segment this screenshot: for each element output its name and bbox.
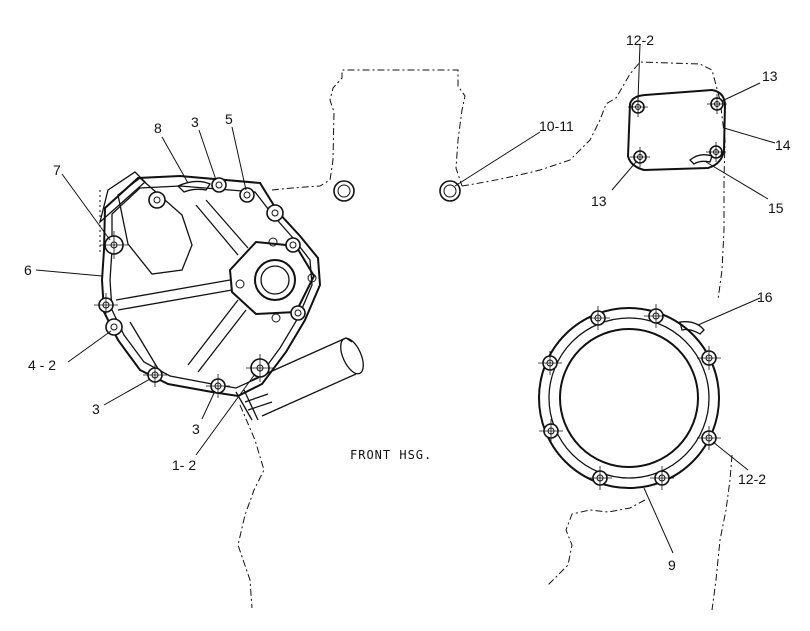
- plug-right: [439, 180, 461, 202]
- bolt: [290, 305, 306, 321]
- callout-3-top: 3: [191, 114, 199, 130]
- callout-12-2-right: 12-2: [738, 471, 766, 487]
- callout-12-2-top: 12-2: [626, 32, 654, 48]
- callout-9: 9: [668, 557, 676, 573]
- cover-plate-bolts: [94, 177, 306, 398]
- bolt: [706, 142, 726, 162]
- small-cover: [626, 88, 727, 172]
- callout-3-bottom: 3: [192, 421, 200, 437]
- ring-adapter: [538, 304, 721, 490]
- front-housing-outline: [99, 61, 733, 611]
- callout-3-left: 3: [92, 401, 100, 417]
- front-housing-caption: FRONT HSG.: [350, 448, 432, 462]
- front-cover-plate: [98, 171, 364, 421]
- callout-16: 16: [757, 289, 773, 305]
- callout-4-2: 4 - 2: [28, 357, 56, 373]
- bolt: [239, 187, 255, 203]
- callout-8: 8: [154, 120, 162, 136]
- bolt: [644, 304, 668, 328]
- bolt: [586, 306, 610, 330]
- bolt: [206, 374, 230, 398]
- callout-14: 14: [775, 137, 791, 153]
- bolt: [148, 191, 166, 209]
- bolt: [630, 147, 650, 167]
- bolt: [628, 97, 648, 117]
- bolt: [266, 204, 284, 222]
- ring-bolts: [538, 304, 721, 490]
- callout-15: 15: [768, 200, 784, 216]
- leader-lines: [35, 43, 776, 554]
- bolt: [650, 466, 674, 490]
- bolt: [285, 237, 301, 253]
- bolt: [539, 419, 563, 443]
- bolt: [538, 351, 562, 375]
- bolt: [246, 354, 274, 382]
- bolt: [94, 293, 118, 317]
- bolt: [100, 231, 128, 259]
- callout-labels: 8 3 5 7 6 4 - 2 3 3 1- 2 10-11 12-2 13 1…: [24, 32, 791, 573]
- callout-5: 5: [225, 111, 233, 127]
- bolt: [143, 363, 167, 387]
- callout-10-11: 10-11: [539, 118, 574, 134]
- bolt: [697, 346, 721, 370]
- callout-13-left: 13: [591, 193, 607, 209]
- bolt: [707, 94, 727, 114]
- callout-7: 7: [53, 162, 61, 178]
- callout-13-top: 13: [762, 68, 778, 84]
- callout-1-2: 1- 2: [172, 457, 196, 473]
- bolt: [588, 466, 612, 490]
- bolt: [697, 426, 721, 450]
- plug-left: [333, 180, 355, 202]
- bolt: [211, 177, 227, 193]
- bolt: [105, 318, 123, 336]
- callout-6: 6: [24, 262, 32, 278]
